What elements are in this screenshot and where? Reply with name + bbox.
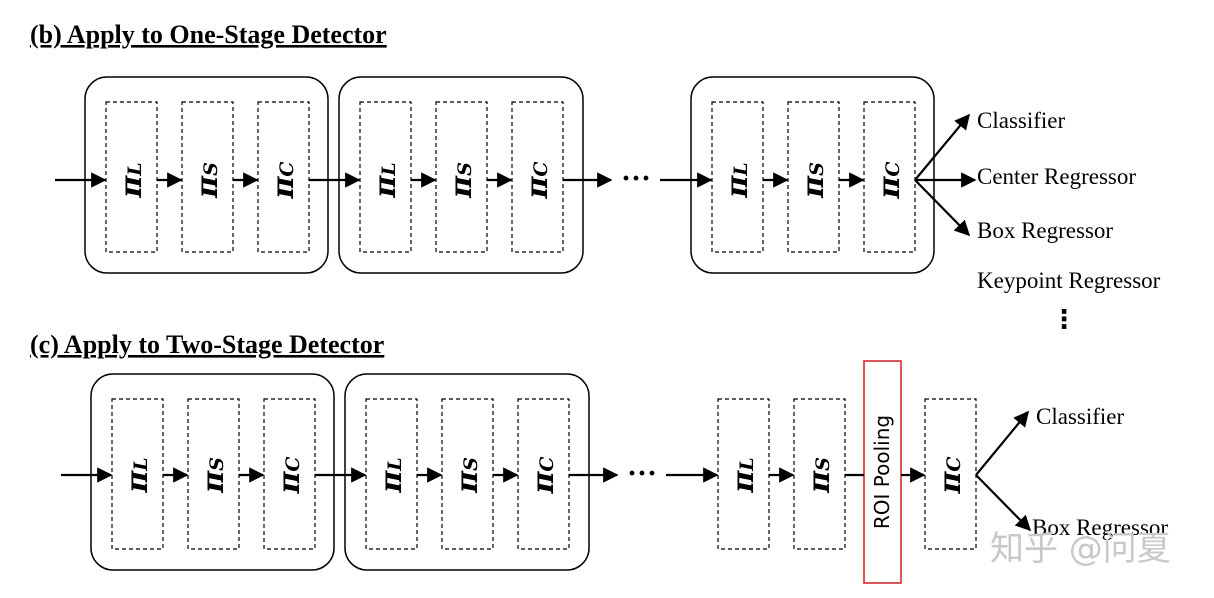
op-box-Sn [787,101,840,253]
svg-text:πC: πC [520,161,555,199]
op-label-C1: πC [266,161,301,199]
svg-text:πC: πC [872,161,907,199]
output2-classifier: Classifier [1036,404,1124,429]
svg-text:πS: πS [450,457,485,494]
op-box-Ln [711,101,764,253]
op-box-S2 [435,101,488,253]
svg-text:πC: πC [933,456,968,494]
op2-label-C2: πC [526,456,561,494]
op-label-S1: πS [190,162,225,199]
op-box-L2 [359,101,412,253]
stage2-block-1 [90,373,335,571]
output-keypoint-regressor: Keypoint Regressor [977,268,1161,293]
op-box-C2 [511,101,564,253]
svg-text:πL: πL [368,162,403,198]
output-classifier: Classifier [977,108,1065,133]
svg-text:πC: πC [266,161,301,199]
op-label-S2: πS [444,162,479,199]
op-label-L1: πL [114,162,149,198]
svg-text:πC: πC [272,456,307,494]
op-box-S1 [181,101,234,253]
op-label-Cn: πC [872,161,907,199]
output2-box-regressor: Box Regressor [1032,515,1168,540]
two-stage-pipeline: ROI Pooling πL πS πC πL πS πC πL πS πC ·… [61,360,1168,584]
svg-text:πS: πS [190,162,225,199]
two-stage-title: (c) Apply to Two-Stage Detector [30,330,384,359]
stage-block-1 [84,76,329,274]
op2-label-L2: πL [374,457,409,493]
stage2-ellipsis: ··· [627,457,657,490]
stage-ellipsis: ··· [621,162,651,195]
op-label-C2: πC [520,161,555,199]
one-stage-pipeline: πL πS πC πL πS πC πL πS πC ··· Classifie… [55,76,1161,335]
svg-text:πS: πS [802,457,837,494]
arrow2-to-box-regressor [975,474,1032,532]
op-box-Cn [863,101,916,253]
op-label-L2: πL [368,162,403,198]
op2-label-S2: πS [450,457,485,494]
stage-block-n [690,76,935,274]
svg-text:πL: πL [726,457,761,493]
op2-label-S1: πS [196,457,231,494]
stage2-block-2 [344,373,590,571]
stage-block-2 [338,76,584,274]
svg-text:πC: πC [526,456,561,494]
svg-text:ROI Pooling: ROI Pooling [870,415,894,529]
op2-label-Ln: πL [726,457,761,493]
op2-label-Cn: πC [933,456,968,494]
op2-label-C1: πC [272,456,307,494]
arrow-to-classifier [914,113,970,181]
arrow2-to-classifier [975,410,1029,476]
roi-pooling-box [863,360,902,584]
one-stage-title: (b) Apply to One-Stage Detector [30,20,387,49]
roi-pooling-label: ROI Pooling [870,415,894,529]
op2-label-Sn: πS [802,457,837,494]
arrow-to-box-regressor [914,179,971,237]
output-vertical-ellipsis: ⋮ [1051,305,1077,335]
svg-text:πL: πL [114,162,149,198]
op-box-C1 [257,101,310,253]
output-center-regressor: Center Regressor [977,164,1136,189]
svg-text:πS: πS [796,162,831,199]
op-label-Sn: πS [796,162,831,199]
op-box-L1 [105,101,158,253]
op-label-Ln: πL [720,162,755,198]
svg-text:πL: πL [374,457,409,493]
output-box-regressor: Box Regressor [977,218,1113,243]
svg-text:πS: πS [444,162,479,199]
svg-text:πS: πS [196,457,231,494]
svg-text:πL: πL [720,162,755,198]
op2-label-L1: πL [120,457,155,493]
watermark-text: 知乎 @问夏 [990,529,1171,569]
svg-text:πL: πL [120,457,155,493]
